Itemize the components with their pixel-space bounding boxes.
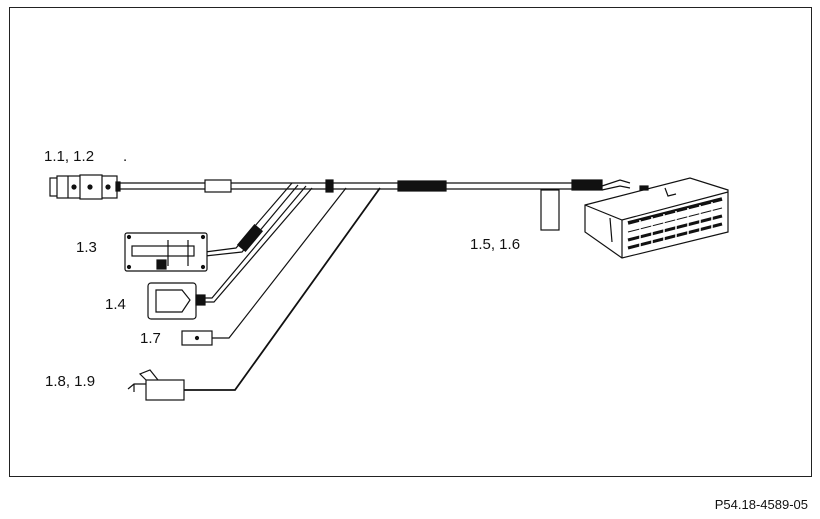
label-1-5-1-6: 1.5, 1.6 <box>470 236 521 253</box>
module-1-4 <box>147 282 206 320</box>
label-1-4: 1.4 <box>105 296 126 313</box>
main-harness-trunk <box>118 182 600 190</box>
connector-1-1-1-2 <box>49 174 121 200</box>
branch-sleeve-1-3 <box>236 223 264 253</box>
label-1-8-1-9: 1.8, 1.9 <box>45 373 96 390</box>
inline-connector <box>204 179 232 193</box>
reference-code: P54.18-4589-05 <box>714 497 808 512</box>
branch-wire-1-7 <box>212 187 347 339</box>
label-1-3: 1.3 <box>76 239 97 256</box>
label-1-7: 1.7 <box>140 330 161 347</box>
trunk-junction-marker <box>325 179 334 193</box>
tag-1-5-1-6 <box>540 189 560 231</box>
connector-terminal-rows <box>627 197 723 252</box>
diagram-frame <box>9 7 812 477</box>
module-1-3 <box>124 232 208 272</box>
branch-wires-1-3-1-4 <box>204 182 313 303</box>
connector-1-8-1-9 <box>127 369 185 401</box>
trunk-sleeve-right <box>571 179 603 191</box>
branch-wire-1-8 <box>184 187 381 391</box>
connector-1-7 <box>181 330 213 346</box>
main-connector <box>584 177 729 259</box>
trunk-sleeve-center <box>397 180 447 192</box>
label-1-1-1-2: 1.1, 1.2 <box>44 148 95 165</box>
label-1-1-1-2-mark: . <box>123 148 128 165</box>
